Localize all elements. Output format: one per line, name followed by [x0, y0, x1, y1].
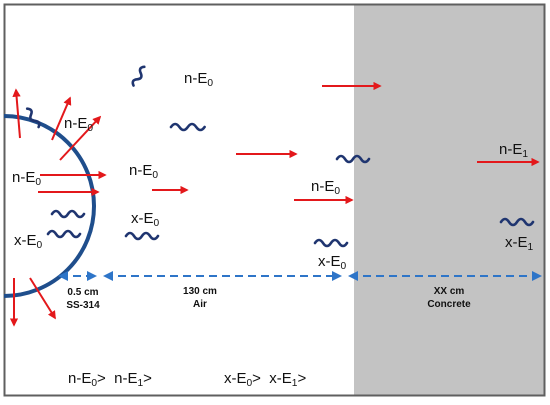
air-dimension-label: 130 cm Air: [183, 286, 217, 310]
neutron-arrow: [12, 88, 21, 139]
xray-wave: [25, 107, 41, 129]
xray-waves: [25, 65, 535, 248]
xray-wave: [335, 154, 371, 164]
concrete-region: [354, 4, 544, 396]
label-xray-near-concrete: x-E0: [318, 253, 347, 272]
neutron-arrow: [59, 115, 102, 161]
label-xray-right: x-E1: [505, 234, 534, 253]
xray-wave: [313, 238, 349, 248]
concrete-dimension-label: XX cm Concrete: [427, 286, 471, 310]
label-xray-center: x-E0: [131, 210, 160, 229]
xray-wave: [124, 231, 160, 241]
neutron-arrow: [51, 96, 72, 141]
neutron-arrows: [9, 81, 540, 327]
label-neutron-left-top: n-E0: [64, 115, 94, 134]
steel-dimension-label: 0.5 cm SS-314: [66, 287, 100, 311]
neutron-arrow: [29, 277, 56, 320]
label-neutron-near-concrete: n-E0: [311, 178, 341, 197]
diagram-frame: [3, 3, 546, 397]
neutron-energy-inequality: n-E0> n-E1>: [68, 370, 152, 389]
xray-wave: [46, 229, 82, 239]
steel-shell-arc: [3, 114, 96, 298]
label-neutron-top-center: n-E0: [184, 70, 214, 89]
xray-wave: [169, 122, 206, 132]
xray-wave: [131, 65, 146, 87]
label-xray-left: x-E0: [14, 232, 43, 251]
label-neutron-right: n-E1: [499, 141, 529, 160]
xray-wave: [50, 209, 86, 219]
xray-energy-inequality: x-E0> x-E1>: [224, 370, 307, 389]
label-neutron-left-mid: n-E0: [12, 169, 42, 188]
xray-wave: [499, 217, 535, 227]
label-neutron-center: n-E0: [129, 162, 159, 181]
